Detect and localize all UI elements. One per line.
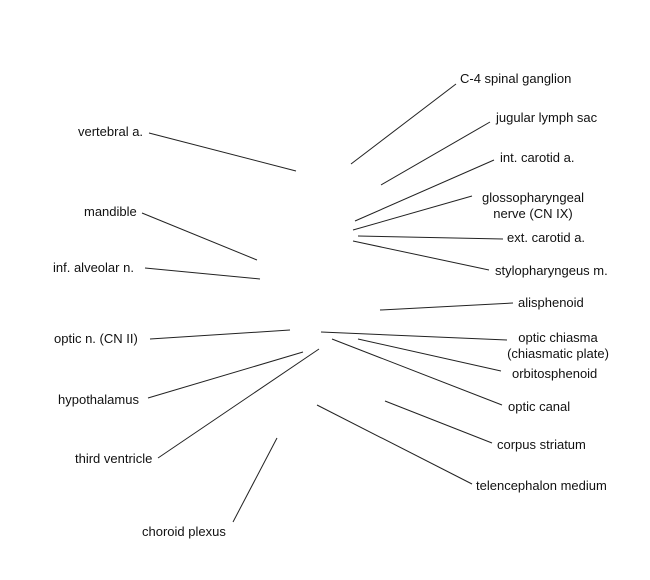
leader-third-ventricle — [157, 348, 320, 459]
label-corpus-striatum: corpus striatum — [497, 437, 586, 452]
leader-vertebral — [148, 132, 297, 172]
label-choroid-plexus: choroid plexus — [142, 524, 226, 539]
leader-corpus-striatum — [384, 400, 493, 444]
leader-glossopharyngeal — [352, 195, 473, 231]
label-vertebral: vertebral a. — [78, 124, 144, 139]
label-optic-chiasma-line1: optic chiasma — [518, 330, 598, 345]
leader-c4-spinal-ganglion — [350, 83, 457, 165]
label-jugular-lymph-sac: jugular lymph sac — [496, 110, 598, 125]
label-alisphenoid: alisphenoid — [518, 295, 584, 310]
label-glossopharyngeal-line2: nerve (CN IX) — [493, 206, 573, 221]
label-telencephalon-medium: telencephalon medium — [476, 478, 607, 493]
leader-alisphenoid — [379, 302, 514, 311]
label-c4-spinal-ganglion: C-4 spinal ganglion — [460, 71, 572, 86]
label-int-carotid: int. carotid a. — [500, 150, 575, 165]
leader-optic-chiasma — [320, 331, 508, 341]
leader-telencephalon-medium — [316, 404, 473, 485]
label-mandible: mandible — [84, 204, 137, 219]
label-optic-nerve: optic n. (CN II) — [54, 331, 138, 346]
label-ext-carotid: ext. carotid a. — [507, 230, 586, 245]
label-hypothalamus: hypothalamus — [58, 392, 139, 407]
label-orbitosphenoid: orbitosphenoid — [512, 366, 598, 381]
leader-inf-alveolar — [144, 267, 261, 280]
leader-optic-nerve — [149, 329, 291, 340]
leader-choroid-plexus — [232, 437, 278, 523]
label-glossopharyngeal-line1: glossopharyngeal — [482, 190, 584, 205]
label-optic-chiasma: optic chiasma (chiasmatic plate) — [496, 330, 620, 362]
leader-ext-carotid — [357, 235, 504, 240]
leader-stylopharyngeus — [352, 240, 490, 271]
label-optic-chiasma-line2: (chiasmatic plate) — [507, 346, 609, 361]
leader-hypothalamus — [147, 351, 304, 399]
label-optic-canal: optic canal — [508, 399, 571, 414]
leader-orbitosphenoid — [357, 338, 502, 372]
label-inf-alveolar: inf. alveolar n. — [53, 260, 134, 275]
leader-int-carotid — [354, 159, 495, 222]
label-third-ventricle: third ventricle — [75, 451, 153, 466]
leader-optic-canal — [331, 338, 503, 406]
label-glossopharyngeal: glossopharyngeal nerve (CN IX) — [474, 190, 592, 222]
label-stylopharyngeus: stylopharyngeus m. — [495, 263, 608, 278]
leader-jugular-lymph-sac — [380, 121, 491, 186]
leader-mandible — [141, 212, 258, 261]
